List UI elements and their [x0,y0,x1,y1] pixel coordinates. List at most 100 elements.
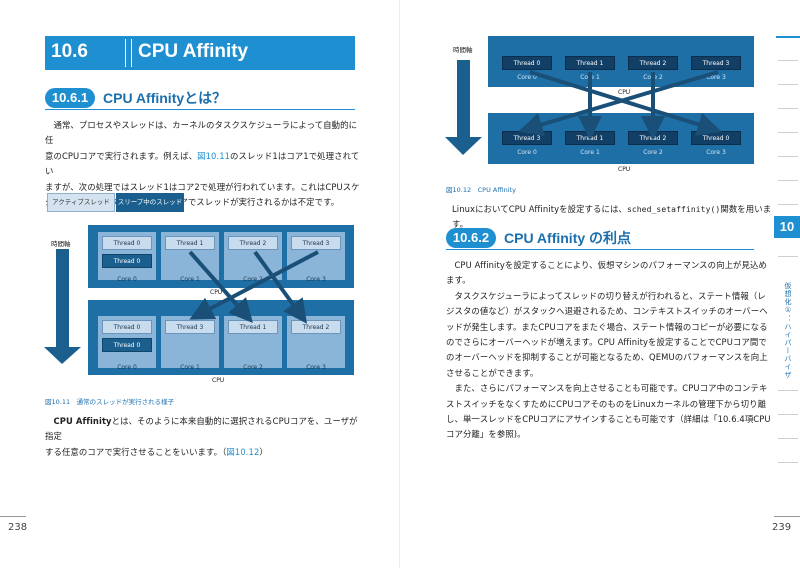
tab-divider [778,156,798,157]
figure-link-10-12[interactable]: 図10.12 [226,446,260,457]
left-page: 10.6 CPU Affinity 10.6.1 CPU Affinityとは？… [0,36,360,533]
page-rule [0,516,26,517]
section-title: CPU Affinity [138,41,249,62]
time-axis-label: 時間軸 [453,46,473,54]
core-label: Core 3 [706,74,726,81]
tab-divider [778,438,798,439]
para-line: ストスイッチをなくすためにCPUコアそのものをLinuxカーネルの管理下から切り… [446,398,767,409]
tab-divider [778,84,798,85]
core-label: Core 2 [243,364,263,371]
para-line: のでさらにオーバーヘッドが増えます。CPU Affinityを設定することでCP… [446,337,767,348]
thread-diagram-affinity [445,36,754,164]
affinity-definition-paragraph: CPU Affinityとは、そのように本来自動的に選択されるCPUコアを、ユー… [45,414,360,460]
core-label: Core 3 [306,276,326,283]
tab-divider [778,256,798,257]
code-sched-setaffinity: sched_setaffinity() [626,205,721,214]
para-line: CPU Affinityを設定することにより、仮想マシンのパフォーマンスの向上が… [446,260,767,270]
thread-diagram-normal [44,225,354,375]
tab-divider [778,414,798,415]
sleeping-thread-box: Thread 0 [102,338,152,352]
section-separator [125,39,132,67]
tab-divider [778,462,798,463]
thread-box: Thread 2 [628,56,678,70]
thread-box: Thread 2 [228,236,278,250]
thread-box: Thread 3 [691,56,741,70]
thread-box: Thread 1 [565,56,615,70]
cpu-label: CPU [618,166,631,173]
para-line: ッドが発生します。またCPUコアをまたぐ場合、ステート情報のコピーが必要になる [446,321,768,332]
cpu-label: CPU [618,89,631,96]
core-label: Core 0 [517,74,537,81]
tab-divider [778,390,798,391]
page-rule [774,516,800,517]
core-label: Core 0 [117,364,137,371]
para-line: 関数を用います。 [452,204,772,230]
para-line: また、さらにパフォーマンスを向上させることも可能です。CPUコア中のコンテキ [446,383,768,394]
core-label: Core 1 [180,276,200,283]
core-label: Core 1 [580,149,600,156]
para-line: ジスタの値など）がスタックへ退避されるため、コンテキストスイッチのオーバーヘ [446,306,768,317]
para-line: させることができます。 [446,367,539,378]
thread-box: Thread 1 [228,320,278,334]
thread-box: Thread 0 [691,131,741,145]
page-number-left: 238 [8,522,28,533]
para-line: のスレッド1はコア1で処理されてい [45,150,360,177]
core-label: Core 1 [580,74,600,81]
cpu-label: CPU [210,289,223,296]
figure-caption-10-11: 図10.11 通常のスレッドが実行される様子 [45,398,175,406]
chapter-side-title: 仮想化①：ハイパーバイザ [784,282,792,379]
subsection-title: CPU Affinity の利点 [504,230,632,246]
term-cpu-affinity: CPU Affinity [53,416,112,426]
core-label: Core 0 [517,149,537,156]
thread-box: Thread 3 [165,320,215,334]
para-line: ます。 [446,275,471,286]
para-line: 通常、プロセスやスレッドは、カーネルのタスクスケジューラによって自動的に任 [45,120,358,146]
right-page: 時間軸 Thread 0 Core 0 Thread 1 Core 1 Thread 2… [400,0,800,568]
subsection-underline [446,249,754,250]
thread-box: Thread 1 [565,131,615,145]
tab-divider [778,60,798,61]
intro-paragraph: 通常、プロセスやスレッドは、カーネルのタスクスケジューラによって自動的に任 意の… [45,118,360,210]
core-label: Core 2 [243,276,263,283]
core-label: Core 2 [643,74,663,81]
para-line: コア分離」を参照)。 [446,429,526,440]
tab-divider [778,108,798,109]
thread-box: Thread 3 [502,131,552,145]
time-arrow [44,249,81,364]
chapter-tab[interactable]: 10 [774,216,800,238]
para-line: のオーバーヘッドを抑制することが可能となるため、QEMUのパフォーマンスを向上 [446,352,768,363]
thread-box: Thread 1 [165,236,215,250]
core-label: Core 1 [180,364,200,371]
subsection-heading-1: 10.6.1 CPU Affinityとは？ [45,88,355,110]
subsection-title: CPU Affinityとは？ [103,90,227,106]
core-label: Core 3 [706,149,726,156]
chapter-tab-top-rule [776,36,800,38]
para-line: ますが、次の処理ではスレッド1はコア2で処理が行われています。これはCPUスケ [45,181,360,192]
benefits-paragraphs: CPU Affinityを設定することにより、仮想マシンのパフォーマンスの向上が… [446,258,771,443]
subsection-underline [45,109,355,110]
core-label: Core 3 [306,364,326,371]
time-arrow [445,60,482,155]
para-line: タスクスケジューラによってスレッドの切り替えが行われると、ステート情報（レ [446,290,766,301]
figure-link-10-11[interactable]: 図10.11 [197,150,231,161]
para-line: する任意のコアで実行させることをいいます。（ [45,446,227,457]
sleeping-thread-box: Thread 0 [102,254,152,268]
para-line: とは、そのように本来自動的に選択されるCPUコアを、ユーザが指定 [45,416,358,442]
para-line: LinuxにおいてCPU Affinityを設定するには、 [452,204,627,214]
tab-divider [778,132,798,133]
subsection-number: 10.6.1 [45,88,95,108]
figure-caption-10-12: 図10.12 CPU Affinity [446,186,516,194]
cpu-label: CPU [212,377,225,384]
subsection-heading-2: 10.6.2 CPU Affinity の利点 [446,228,754,250]
time-axis-label: 時間軸 [51,240,71,248]
thread-box: Thread 0 [502,56,552,70]
thread-box: Thread 3 [291,236,341,250]
para-line: し、単一スレッドをCPUコアにアサインすることも可能です（詳細は「10.6.4項… [446,414,771,425]
section-heading: 10.6 CPU Affinity [45,36,355,70]
subsection-number: 10.6.2 [446,228,496,248]
core-label: Core 0 [117,276,137,283]
thread-box: Thread 0 [102,236,152,250]
legend-sleeping-thread: スリープ中のスレッド [116,193,184,212]
para-line: ジューラによるものであり、どのコアでスレッドが実行されるかは不定です。 [45,197,340,208]
section-number: 10.6 [51,41,88,62]
